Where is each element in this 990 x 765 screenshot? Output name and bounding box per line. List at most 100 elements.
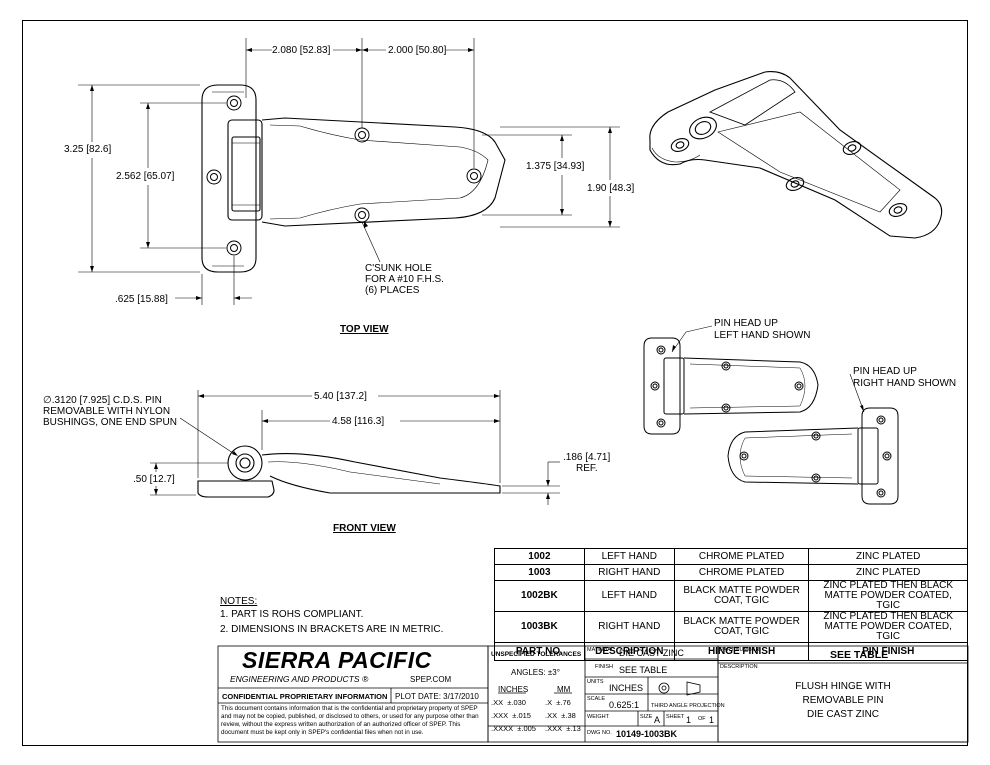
finish-value: SEE TABLE [619,665,668,675]
table-row: 1002 LEFT HAND CHROME PLATED ZINC PLATED [494,548,968,565]
part-number-cell: 1002 [494,548,585,565]
dim-edge-offset: .625 [15.88] [115,294,168,305]
pin-callout-line2: REMOVABLE WITH NYLON [43,406,171,417]
scale-value: 0.625:1 [609,700,640,710]
weight-label: WEIGHT [587,714,609,720]
tolerance-row: .XXX ±.015 [491,711,531,720]
description-cell: LEFT HAND [583,580,675,612]
tolerance-row-mm: .X ±.76 [545,698,571,707]
units-value: INCHES [609,683,644,693]
part-number-cell: 1003 [494,564,585,581]
tolerance-row-mm: .XX ±.38 [545,711,576,720]
tolerance-mm-label: MM [557,685,571,694]
unspecified-tolerances: UNSPECIFIED TOLERANCES [491,651,582,658]
company-subtitle: ENGINEERING AND PRODUCTS ® [230,674,369,684]
tolerance-angles: ANGLES: ±3° [511,668,560,677]
parts-table: 1002 LEFT HAND CHROME PLATED ZINC PLATED… [494,548,968,661]
finish-label: FINISH [595,664,614,670]
part-number-value: SEE TABLE [830,649,889,661]
pin-callout-line1: ∅.3120 [7.925] C.D.S. PIN [43,395,162,406]
pin-finish-cell: ZINC PLATED [808,564,968,581]
top-view-title: TOP VIEW [340,324,389,335]
header-description: DESCRIPTION [583,642,675,661]
tolerance-row: .XX ±.030 [491,698,526,707]
description-cell: LEFT HAND [583,548,675,565]
dim-leaf-height: 1.90 [48.3] [587,183,635,194]
part-number-cell: 1002BK [494,580,585,612]
dim-overall-length: 5.40 [137.2] [314,391,367,402]
plot-date: PLOT DATE: 3/17/2010 [395,692,479,701]
left-hand-view-hinge [643,337,819,435]
description-line1: FLUSH HINGE WITH [795,681,891,692]
material-label: MATERIAL [587,647,615,653]
hinge-finish-cell: BLACK MATTE POWDER COAT, TGIC [673,580,810,612]
front-view-hinge [197,445,501,498]
left-hand-callout-line1: PIN HEAD UP [714,318,778,329]
csunk-callout-line3: (6) PLACES [365,285,420,296]
tolerance-inches-label: INCHES [498,685,529,694]
tolerance-row-mm: .XXX ±.13 [545,724,581,733]
front-view-title: FRONT VIEW [333,523,396,534]
right-hand-callout-line1: PIN HEAD UP [853,366,917,377]
top-view-hinge [201,84,506,273]
pin-callout-line3: BUSHINGS, ONE END SPUN [43,417,177,428]
hinge-finish-cell: CHROME PLATED [673,564,810,581]
part-number-label: PART NUMBER [720,647,760,653]
hinge-finish-cell: BLACK MATTE POWDER COAT, TGIC [673,611,810,643]
dwg-no-value: 10149-1003BK [616,729,678,739]
description-cell: RIGHT HAND [583,611,675,643]
pin-finish-cell: ZINC PLATED THEN BLACK MATTE POWDER COAT… [808,611,968,643]
dim-top-left-span: 2.080 [52.83] [272,45,331,56]
dim-overall-height: 3.25 [82.6] [64,144,112,155]
sheet-label: SHEET [666,714,685,720]
hinge-finish-cell: CHROME PLATED [673,548,810,565]
note-item-1: 1. PART IS ROHS COMPLIANT. [220,609,364,620]
size-label: SIZE [640,714,653,720]
description-label: DESCRIPTION [720,664,758,670]
tolerance-row: .XXXX ±.005 [491,724,536,733]
confidential-text: This document contains information that … [221,705,479,736]
front-view-arrowheads [154,394,550,499]
top-view-dimensions [78,38,620,305]
sheet-total: 1 [709,715,715,725]
right-hand-view-hinge [727,407,899,505]
dim-hole-spacing: 2.562 [65.07] [116,171,175,182]
hand-view-arrowheads [672,345,864,412]
table-row: 1002BK LEFT HAND BLACK MATTE POWDER COAT… [494,580,968,612]
note-item-2: 2. DIMENSIONS IN BRACKETS ARE IN METRIC. [220,624,444,635]
table-row: 1003BK RIGHT HAND BLACK MATTE POWDER COA… [494,611,968,643]
dim-thickness: .50 [12.7] [133,474,175,485]
description-line3: DIE CAST ZINC [806,709,880,720]
projection-label: THIRD ANGLE PROJECTION [651,703,725,709]
dim-leaf-length: 4.58 [116.3] [332,416,385,427]
company-website: SPEP.COM [410,675,452,684]
units-label: UNITS [587,679,604,685]
sheet-value: 1 [686,715,692,725]
part-number-cell: 1003BK [494,611,585,643]
dim-ref: .186 [4.71] [563,452,611,463]
top-view-arrowheads [90,48,612,300]
header-hinge-finish: HINGE FINISH [673,642,810,661]
notes-title: NOTES: [220,596,258,607]
right-hand-callout-line2: RIGHT HAND SHOWN [853,378,957,389]
front-view-dimensions [150,390,560,505]
pin-finish-cell: ZINC PLATED THEN BLACK MATTE POWDER COAT… [808,580,968,612]
isometric-view-hinge [649,71,943,239]
csunk-callout-line2: FOR A #10 F.H.S. [365,274,444,285]
material-value: DIE CAST ZINC [619,648,684,658]
confidential-title: CONFIDENTIAL PROPRIETARY INFORMATION [222,692,388,701]
header-pin-finish: PIN FINISH [808,642,968,661]
dim-ref-label: REF. [576,463,598,474]
left-hand-callout-line2: LEFT HAND SHOWN [714,330,811,341]
sheet-of-label: OF [698,716,706,722]
table-header-row: PART NO. DESCRIPTION HINGE FINISH PIN FI… [494,642,968,661]
description-cell: RIGHT HAND [583,564,675,581]
description-line2: REMOVABLE PIN [802,695,884,706]
drawing-frame [22,20,968,746]
csunk-callout-line1: C'SUNK HOLE [365,263,432,274]
dim-leaf-width: 1.375 [34.93] [526,161,585,172]
pin-finish-cell: ZINC PLATED [808,548,968,565]
company-logo: SIERRA PACIFIC [242,647,432,673]
table-row: 1003 RIGHT HAND CHROME PLATED ZINC PLATE… [494,564,968,581]
